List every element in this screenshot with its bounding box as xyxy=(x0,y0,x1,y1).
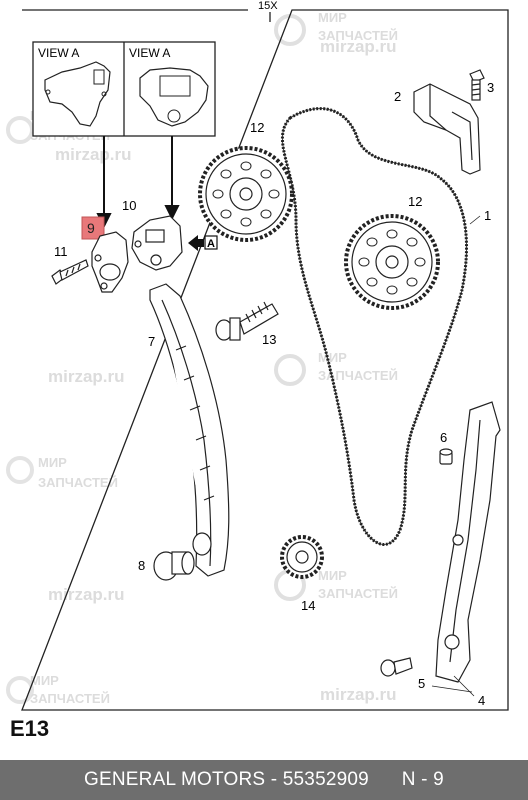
parts-diagram: МИР ЗАПЧАСТЕЙ mirzap.ru МИР ЗАПЧАСТЕЙ mi… xyxy=(6,0,509,711)
watermark-line2: ЗАПЧАСТЕЙ xyxy=(318,586,398,601)
watermark-line2: ЗАПЧАСТЕЙ xyxy=(318,368,398,383)
bolt-part-13 xyxy=(215,301,279,341)
part-label-7: 7 xyxy=(148,334,155,349)
part-label-8: 8 xyxy=(138,558,145,573)
sprocket-12-upper xyxy=(198,146,294,242)
guide-rail-part-4 xyxy=(435,401,501,683)
footer-bar: GENERAL MOTORS - 55352909 N - 9 xyxy=(0,760,528,800)
bushing-part-6 xyxy=(439,448,453,465)
part-label-9: 9 xyxy=(87,220,95,236)
view-arrows xyxy=(96,136,180,229)
view-a-label-right: VIEW A xyxy=(129,46,170,60)
footer-brand: GENERAL MOTORS xyxy=(84,769,266,790)
watermark-line1: МИР xyxy=(318,350,347,365)
part-label-11: 11 xyxy=(54,244,68,259)
footer-part-number: 55352909 xyxy=(282,769,369,790)
part-label-2: 2 xyxy=(394,89,401,104)
watermark-url: mirzap.ru xyxy=(55,145,132,164)
watermark-url: mirzap.ru xyxy=(320,685,397,704)
part-label-14: 14 xyxy=(301,598,315,613)
tensioner-part-10 xyxy=(131,215,183,271)
watermark-line1: МИР xyxy=(30,673,59,688)
highlight-part-9[interactable] xyxy=(81,216,105,240)
watermark-line1: МИР xyxy=(318,10,347,25)
bolt-part-5 xyxy=(380,657,413,677)
view-a-label-left: VIEW A xyxy=(38,46,79,60)
part-label-1: 1 xyxy=(484,208,491,223)
view-marker-label: A xyxy=(207,238,215,250)
section-code: E13 xyxy=(10,716,50,741)
guide-part-2 xyxy=(413,83,481,175)
sprocket-part-14 xyxy=(280,535,324,579)
part-label-6: 6 xyxy=(440,430,447,445)
part-label-3: 3 xyxy=(487,80,494,95)
timing-chain xyxy=(280,107,469,546)
bolt-part-11 xyxy=(51,259,89,285)
part-label-10: 10 xyxy=(122,198,136,213)
watermark-line1: МИР xyxy=(318,568,347,583)
view-a-inset: VIEW A VIEW A xyxy=(32,41,216,137)
tensioner-part-9 xyxy=(91,231,129,293)
watermark-line2: ЗАПЧАСТЕЙ xyxy=(318,28,398,43)
watermark-line2: ЗАПЧАСТЕЙ xyxy=(30,691,110,706)
footer-gap xyxy=(369,769,402,791)
sprocket-12-lower xyxy=(344,214,440,310)
part-label-5: 5 xyxy=(418,676,425,691)
watermark-url: mirzap.ru xyxy=(48,585,125,604)
part-label-13: 13 xyxy=(262,332,276,347)
bolt-part-3 xyxy=(469,69,485,101)
watermark-line2: ЗАПЧАСТЕЙ xyxy=(38,475,118,490)
view-marker: A xyxy=(188,235,218,251)
diagram-frame xyxy=(21,9,509,711)
watermark-line1: МИР xyxy=(38,455,67,470)
guide-rail-part-7 xyxy=(149,283,230,577)
footer-separator: - xyxy=(265,769,283,790)
footer-ref: N - 9 xyxy=(401,769,444,790)
quantity-label: 15X xyxy=(258,0,278,12)
watermark-url: mirzap.ru xyxy=(48,367,125,386)
part-label-12a: 12 xyxy=(250,120,264,135)
watermark-url: mirzap.ru xyxy=(320,37,397,56)
part-label-12b: 12 xyxy=(408,194,422,209)
pin-part-8 xyxy=(153,551,195,581)
part-label-4: 4 xyxy=(478,693,485,708)
